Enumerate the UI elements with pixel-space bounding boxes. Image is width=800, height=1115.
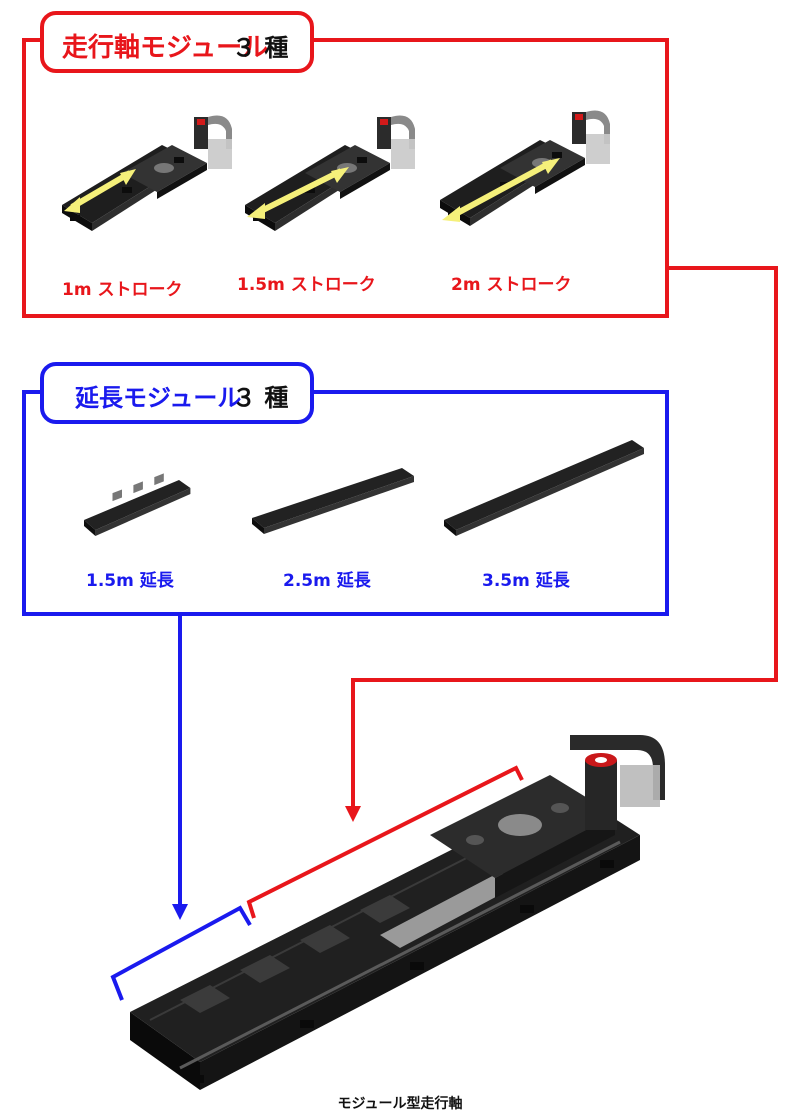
extension-unit-1-5m	[84, 473, 191, 536]
extension-unit-2-5m	[252, 468, 414, 534]
travel-label-1-5m: 1.5m ストローク	[237, 275, 376, 295]
machine-caption: モジュール型走行軸	[337, 1095, 462, 1112]
travel-portion-bracket	[246, 765, 524, 919]
travel-unit-1-5m	[245, 115, 415, 231]
extension-label-1-5m: 1.5m 延長	[86, 570, 175, 591]
extension-label-3-5m: 3.5m 延長	[482, 570, 571, 591]
travel-connector-line	[351, 266, 778, 808]
extension-module-title: 延長モジュール	[74, 384, 241, 412]
travel-module-count: ３ 種	[232, 34, 288, 62]
travel-connector-arrowhead	[345, 806, 361, 822]
stroke-arrow-1-5m	[255, 168, 343, 216]
extension-unit-3-5m	[444, 440, 644, 536]
extension-module-header-box	[40, 362, 314, 424]
travel-unit-1m	[62, 115, 232, 231]
stroke-arrow-1m	[70, 170, 132, 210]
stroke-arrow-2m	[450, 159, 554, 219]
extension-portion-bracket	[110, 905, 252, 1001]
travel-module-header-box	[40, 11, 314, 73]
travel-label-2m: 2m ストローク	[451, 275, 571, 295]
extension-module-group: 延長モジュール ３ 種 1.5m 延長 2.5m 延長 3.5m 延長	[22, 362, 669, 616]
travel-module-group: 走行軸モジュール ３ 種 1m ストローク 1.5m ストローク 2m ストロー…	[22, 11, 669, 318]
travel-module-frame	[22, 38, 669, 318]
extension-module-count: ３ 種	[232, 384, 288, 412]
modular-travel-axis-machine	[130, 735, 665, 1090]
travel-module-title: 走行軸モジュール	[62, 32, 268, 63]
travel-label-1m: 1m ストローク	[62, 280, 182, 300]
extension-module-frame	[22, 390, 669, 616]
extension-connector-arrowhead	[172, 904, 188, 920]
extension-label-2-5m: 2.5m 延長	[283, 570, 372, 591]
travel-unit-2m	[440, 110, 610, 226]
